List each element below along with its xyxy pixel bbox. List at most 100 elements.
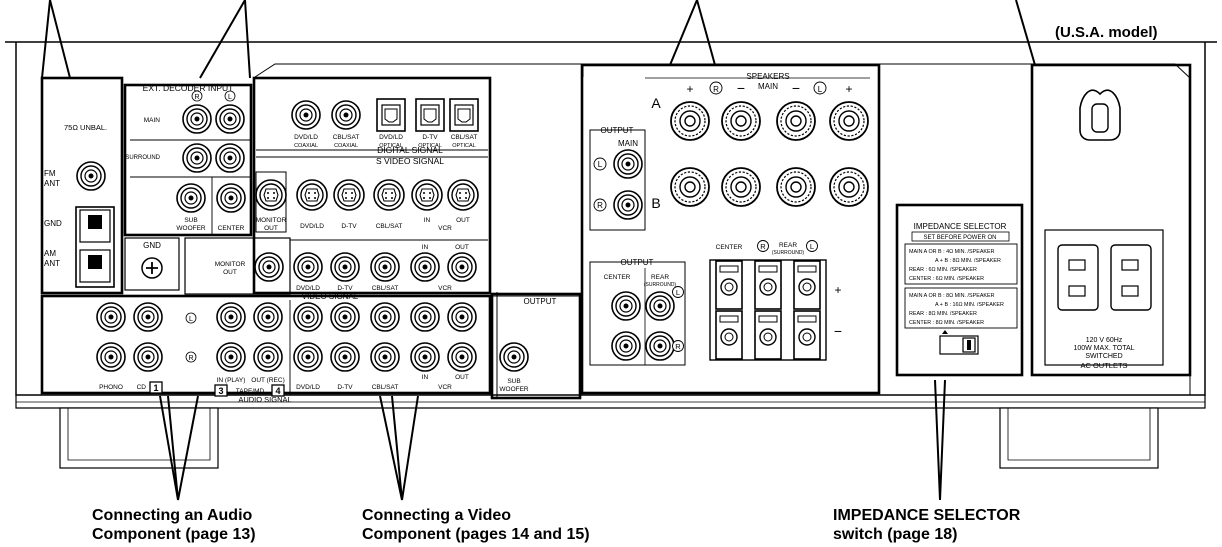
svideo-dtv-jack[interactable] (333, 179, 365, 211)
audio-dtv-r-jack[interactable] (330, 342, 360, 372)
output-rear-r-jack[interactable] (645, 331, 675, 361)
caption-impedance: IMPEDANCE SELECTOR switch (page 18) (833, 506, 1020, 544)
pointer-lines (41, 0, 1036, 501)
speaker-b-l-plus[interactable] (829, 167, 869, 207)
center-plus-terminal[interactable] (715, 260, 743, 310)
decoder-main-l-jack[interactable] (215, 104, 245, 134)
caption-impedance-line1: IMPEDANCE SELECTOR (833, 507, 1021, 524)
audio-dvd-l-jack[interactable] (293, 302, 323, 332)
audio-cd-r-jack[interactable] (133, 342, 163, 372)
speakers-title: SPEAKERS (746, 72, 789, 81)
terminal-center-label: CENTER (716, 244, 743, 251)
output-center-jack-1[interactable] (611, 291, 641, 321)
sub-woofer-jack[interactable] (499, 342, 529, 372)
svideo-monitor-out-jack[interactable] (255, 179, 287, 211)
decoder-l-label: L (228, 94, 232, 101)
audio-vcr-in-r-jack[interactable] (410, 342, 440, 372)
audio-vcr-label: VCR (438, 384, 452, 391)
audio-tape-out-r-jack[interactable] (253, 342, 283, 372)
fm-antenna-jack[interactable] (76, 161, 106, 191)
speaker-a-l-plus[interactable] (829, 101, 869, 141)
audio-tape-in-l-jack[interactable] (216, 302, 246, 332)
gnd-label: GND (143, 241, 161, 250)
video-vcr-out-jack[interactable] (447, 252, 477, 282)
decoder-sub-jack[interactable] (176, 183, 206, 213)
audio-dvd-r-jack[interactable] (293, 342, 323, 372)
decoder-surround-r-jack[interactable] (182, 143, 212, 173)
speaker-b-l-minus[interactable] (776, 167, 816, 207)
terminal-minus-sign: − (834, 323, 842, 339)
speakers-a-label: A (651, 95, 661, 111)
audio-vcr-in-l-jack[interactable] (410, 302, 440, 332)
ac-spec-line1: 120 V 60Hz (1086, 337, 1123, 344)
output-main-l-jack[interactable] (613, 149, 643, 179)
impedance-block2-line4: CENTER : 8Ω MIN. /SPEAKER (909, 320, 984, 326)
caption-impedance-line2: switch (page 18) (833, 526, 958, 543)
ac-outlet-right[interactable] (1110, 244, 1152, 311)
audio-phono-label: PHONO (99, 384, 123, 391)
video-cbl-jack[interactable] (370, 252, 400, 282)
speaker-a-l-minus[interactable] (776, 101, 816, 141)
dtv-optical-jack[interactable] (415, 98, 445, 132)
speaker-a-r-plus[interactable] (670, 101, 710, 141)
center-minus-terminal[interactable] (715, 310, 743, 360)
audio-phono-r-jack[interactable] (96, 342, 126, 372)
speaker-b-r-plus[interactable] (670, 167, 710, 207)
output-main-r-jack[interactable] (613, 190, 643, 220)
cbl-optical-jack[interactable] (449, 98, 479, 132)
rear-l-minus-terminal[interactable] (793, 310, 821, 360)
speaker-b-r-minus[interactable] (721, 167, 761, 207)
video-cbl-label: CBL/SAT (372, 285, 399, 292)
output-main-title: OUTPUT (601, 126, 634, 135)
caption-video-line2: Component (pages 14 and 15) (362, 526, 590, 543)
audio-tape-out-l-jack[interactable] (253, 302, 283, 332)
output-cr-r-label: R (675, 342, 681, 351)
terminal-plus-sign: + (834, 283, 841, 297)
caption-video-line1: Connecting a Video (362, 507, 512, 524)
impedance-selector-section: IMPEDANCE SELECTOR SET BEFORE POWER ON M… (904, 222, 1018, 355)
video-signal-section: MONITOR OUT IN OUT DVD/LD D-TV CBL/SAT V… (184, 237, 488, 301)
svideo-vcr-in-jack[interactable] (411, 179, 443, 211)
svideo-monitor-out-label: OUT (264, 225, 278, 232)
rear-l-plus-terminal[interactable] (793, 260, 821, 310)
rear-r-minus-terminal[interactable] (754, 310, 782, 360)
audio-dtv-l-jack[interactable] (330, 302, 360, 332)
svideo-vcr-out-jack[interactable] (447, 179, 479, 211)
audio-phono-l-jack[interactable] (96, 302, 126, 332)
cbl-coaxial-jack[interactable] (331, 100, 361, 130)
audio-cbl-r-jack[interactable] (370, 342, 400, 372)
audio-vcr-out-r-jack[interactable] (447, 342, 477, 372)
output-center-label: CENTER (604, 274, 631, 281)
audio-cbl-l-jack[interactable] (370, 302, 400, 332)
terminal-r-label: R (760, 242, 766, 251)
audio-l-label: L (189, 316, 193, 323)
antenna-terminal-bottom[interactable] (79, 249, 111, 283)
video-monitor-out-jack[interactable] (254, 252, 284, 282)
decoder-surround-l-jack[interactable] (215, 143, 245, 173)
rear-r-plus-terminal[interactable] (754, 260, 782, 310)
audio-vcr-out-l-jack[interactable] (447, 302, 477, 332)
svideo-dvd-jack[interactable] (296, 179, 328, 211)
output-center-jack-2[interactable] (611, 331, 641, 361)
antenna-terminal-top[interactable] (79, 209, 111, 243)
audio-cd-l-jack[interactable] (133, 302, 163, 332)
ac-outlet-left[interactable] (1057, 244, 1099, 311)
decoder-main-r-jack[interactable] (182, 104, 212, 134)
audio-out-rec-label: OUT (REC) (251, 377, 284, 384)
antenna-section: 75Ω UNBAL. FM ANT GND AM ANT (44, 123, 115, 288)
dvd-optical-jack[interactable] (376, 98, 406, 132)
output-rear-l-jack[interactable] (645, 291, 675, 321)
video-vcr-in-jack[interactable] (410, 252, 440, 282)
output-main-l-label: L (598, 160, 603, 169)
decoder-center-jack[interactable] (216, 183, 246, 213)
audio-tape-in-r-jack[interactable] (216, 342, 246, 372)
caption-audio-line2: Component (page 13) (92, 526, 256, 543)
speaker-a-r-minus[interactable] (721, 101, 761, 141)
video-dvd-jack[interactable] (293, 252, 323, 282)
fm-label: FM (44, 169, 56, 178)
decoder-r-label: R (194, 94, 199, 101)
svideo-cbl-jack[interactable] (373, 179, 405, 211)
impedance-block1-line1: MAIN A OR B : 4Ω MIN. /SPEAKER (909, 249, 995, 255)
video-dtv-jack[interactable] (330, 252, 360, 282)
dvd-coaxial-jack[interactable] (291, 100, 321, 130)
